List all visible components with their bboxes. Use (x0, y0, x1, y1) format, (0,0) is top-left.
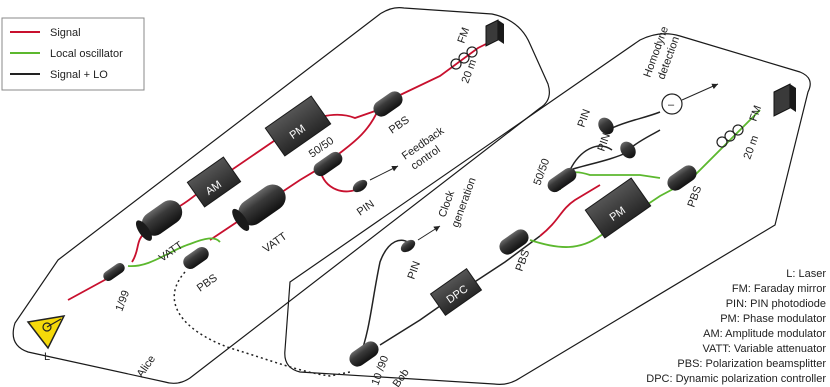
fm-alice-label: FM (456, 26, 473, 45)
pin-clock (400, 225, 441, 253)
fiber-coil-bob (716, 124, 744, 148)
fiber-lo-alice (127, 237, 221, 267)
fiber-coil-alice-label: 20 m (460, 58, 480, 85)
legend-label-signal: Signal (50, 27, 81, 39)
vatt-1 (135, 200, 183, 241)
pbs-main-alice-label: PBS (387, 114, 412, 136)
clock-label-line2: generation (450, 176, 479, 229)
alice-party-label: Alice (135, 353, 159, 379)
coupler-1-99-label: 1/99 (114, 289, 133, 313)
pin-homodyne-a-label: PIN (576, 108, 594, 129)
pbs-lo-alice (183, 246, 209, 270)
fiber-bob-signal (539, 184, 601, 237)
bob-board (284, 33, 811, 385)
abbr-phase-modulator: PM: Phase modulator (720, 313, 826, 325)
fiber-laser-to-coupler (67, 275, 113, 301)
pin-homodyne-b-label: PIN (596, 132, 614, 153)
pm-modulator-alice (264, 95, 332, 157)
pm-modulator-bob (584, 177, 652, 239)
abbr-amplitude-modulator: AM: Amplitude modulator (703, 328, 826, 340)
fiber-signal-return (209, 109, 379, 241)
am-modulator (186, 156, 242, 208)
fiber-signal-path (131, 109, 379, 263)
abbreviation-list: L: Laser FM: Faraday mirror PIN: PIN pho… (646, 268, 826, 385)
subtractor-symbol: – (668, 99, 675, 111)
pin-feedback (352, 165, 399, 193)
faraday-mirror-bob (773, 83, 796, 117)
coupler-50-50-alice (313, 151, 343, 177)
fiber-coil-alice (450, 46, 478, 70)
pbs-bob-1-label: PBS (514, 248, 533, 273)
vatt-2 (232, 184, 286, 231)
abbr-polarization-beamsplitter: PBS: Polarization beamsplitter (677, 358, 826, 370)
pbs-bob-2-label: PBS (686, 184, 705, 209)
laser-label: L (44, 351, 50, 363)
abbr-dynamic-polarization-controller: DPC: Dynamic polarization controller (646, 373, 826, 385)
dpc (429, 268, 483, 316)
coupler-50-50-bob (547, 167, 577, 193)
pbs-bob-2 (667, 165, 697, 191)
coupler-10-90-label: 10 /90 (370, 354, 392, 387)
coupler-1-99 (103, 262, 125, 282)
faraday-mirror-alice (485, 19, 504, 47)
abbr-variable-attenuator: VATT: Variable attenuator (702, 343, 826, 355)
pbs-main-alice (373, 91, 403, 117)
abbr-pin-photodiode: PIN: PIN photodiode (726, 298, 826, 310)
fiber-to-fm-alice (397, 41, 491, 97)
legend-label-local-oscillator: Local oscillator (50, 48, 123, 60)
pin-homodyne-b (620, 141, 636, 159)
pin-homodyne-a (598, 117, 614, 135)
fiber-bob-clock (359, 239, 411, 357)
vatt-1-label: VATT (157, 239, 186, 264)
abbr-faraday-mirror: FM: Faraday mirror (732, 283, 826, 295)
fiber-pins-to-subtractor (611, 111, 661, 151)
vatt-2-label: VATT (261, 230, 290, 255)
alice-board (12, 7, 550, 384)
fiber-coil-bob-label: 20 m (742, 134, 762, 161)
pbs-bob-1 (499, 229, 529, 255)
pbs-lo-alice-label: PBS (195, 272, 220, 294)
legend: Signal Local oscillator Signal + LO (1, 17, 145, 91)
pin-feedback-label: PIN (355, 198, 377, 218)
laser-warning-icon (26, 315, 66, 350)
coupler-10-90 (349, 341, 379, 367)
fm-bob-label: FM (748, 104, 765, 123)
subtractor (661, 83, 719, 115)
bob-party-label: Bob (391, 367, 412, 387)
legend-label-signal-lo: Signal + LO (50, 69, 108, 81)
abbr-laser: L: Laser (786, 268, 826, 280)
pin-clock-label: PIN (406, 260, 424, 281)
